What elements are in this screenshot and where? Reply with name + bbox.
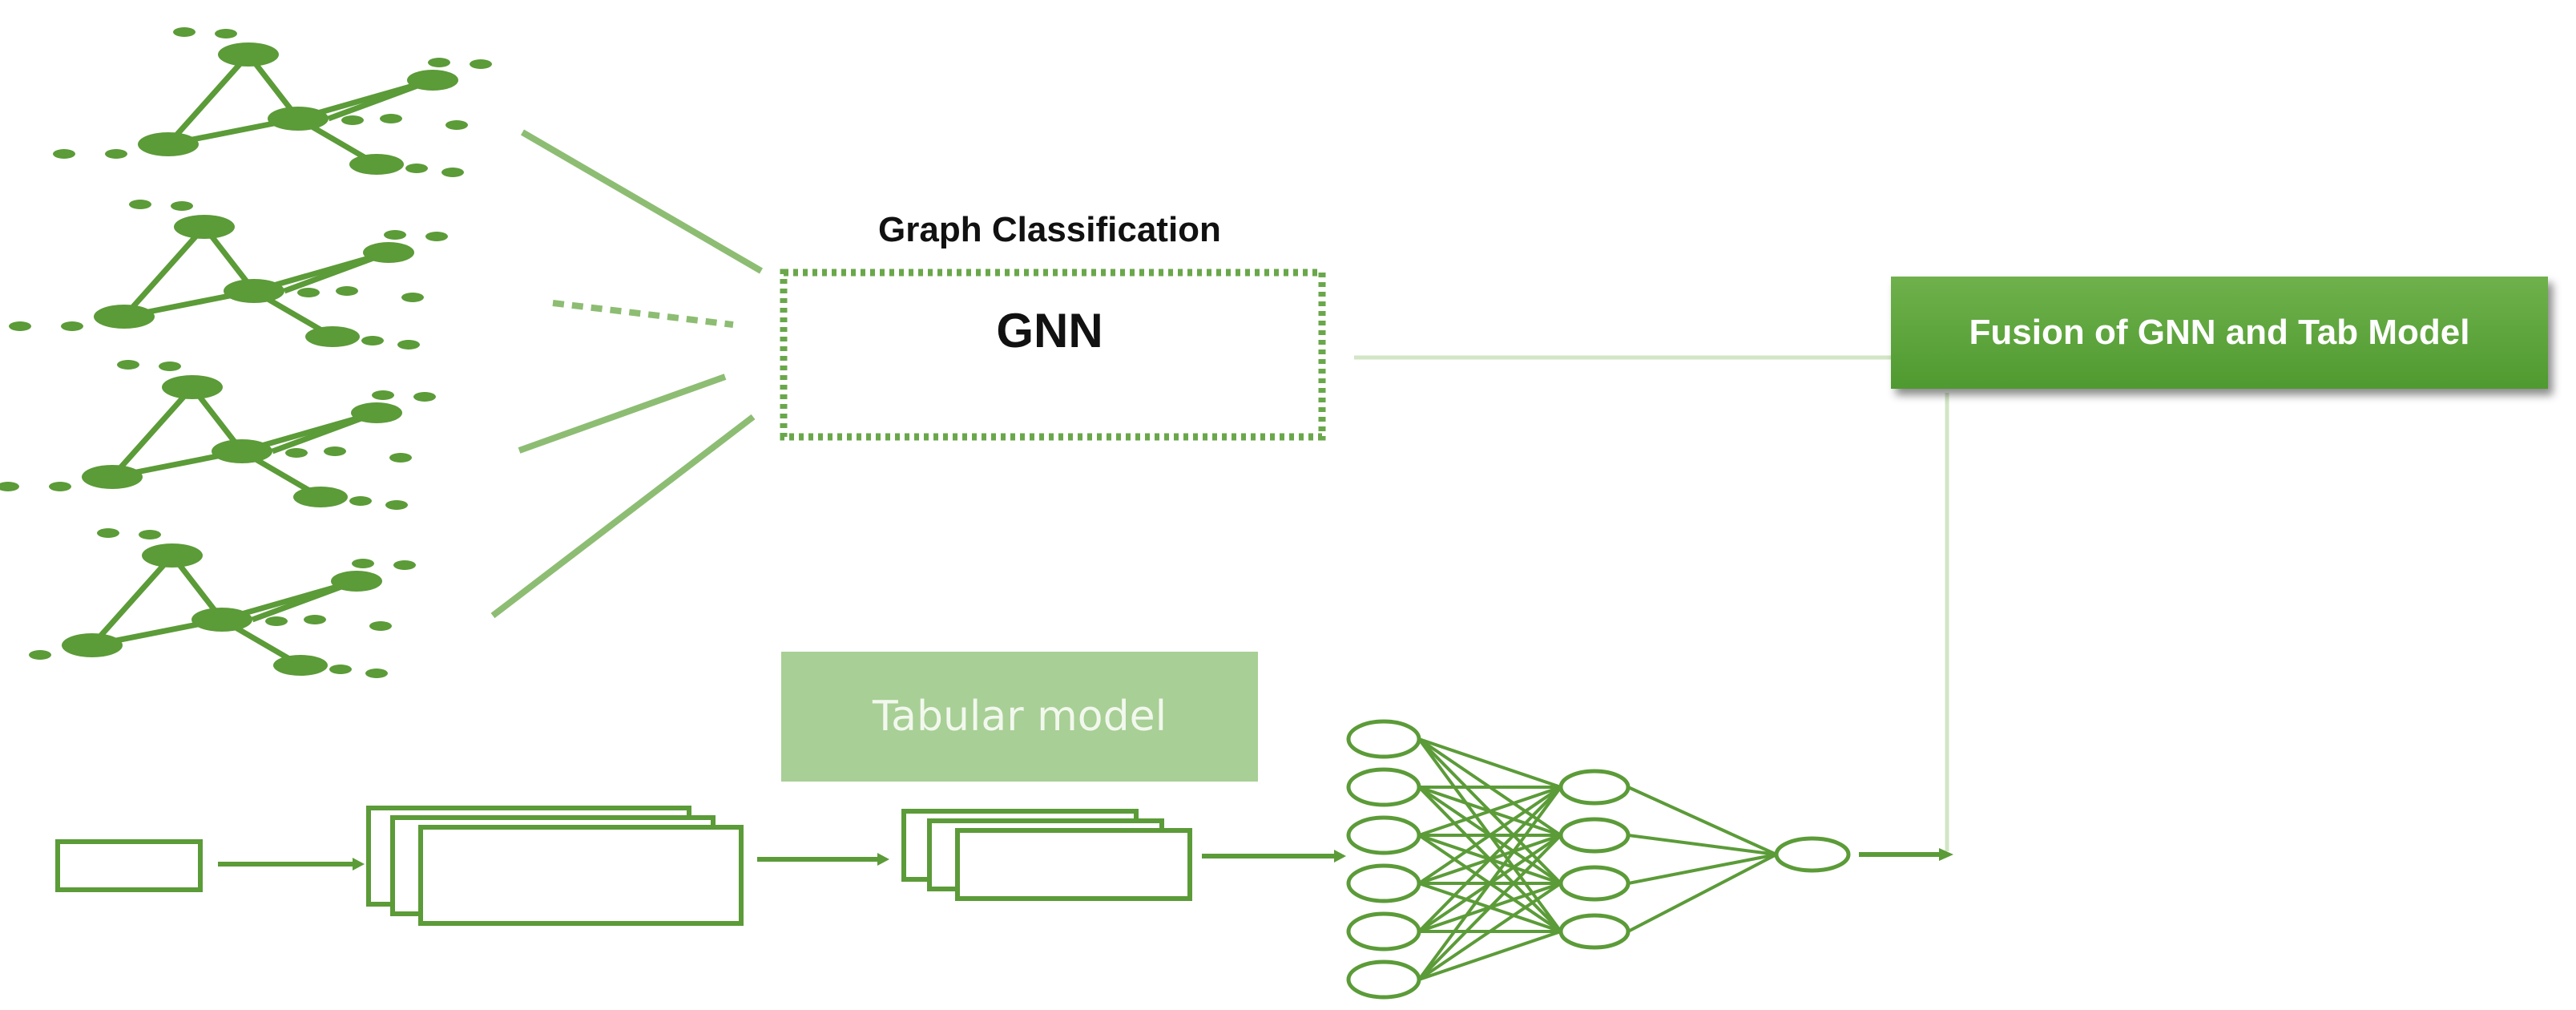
tabular-model-box: Tabular model: [781, 652, 1258, 782]
tabular-model-label: Tabular model: [872, 693, 1167, 741]
neural-network-icon: [1346, 719, 1851, 1000]
fusion-box: Fusion of GNN and Tab Model: [1891, 277, 2548, 389]
tabular-pipeline: [55, 806, 1346, 926]
graph-classification-title: Graph Classification: [878, 210, 1221, 249]
graph-1: [53, 27, 492, 177]
connector-graph-2: [552, 300, 734, 328]
connector-graph-1: [520, 129, 764, 274]
output-arrow: [1859, 848, 1953, 861]
fusion-label: Fusion of GNN and Tab Model: [1969, 313, 2470, 352]
graph-to-gnn-connectors: [490, 129, 764, 619]
connector-graph-4: [490, 414, 756, 619]
graph-4: [29, 528, 416, 678]
connector-graph-3: [518, 374, 727, 454]
stacked-layers-large-icon: [366, 806, 744, 926]
stacked-layers-small-icon: [901, 809, 1192, 901]
input-table-icon: [55, 839, 203, 892]
graph-2: [9, 200, 448, 349]
fusion-connectors: [1354, 355, 1949, 851]
gnn-box: [780, 269, 1326, 441]
graph-3: [0, 360, 436, 510]
gnn-label: GNN: [996, 304, 1103, 358]
input-graphs: [0, 27, 492, 678]
